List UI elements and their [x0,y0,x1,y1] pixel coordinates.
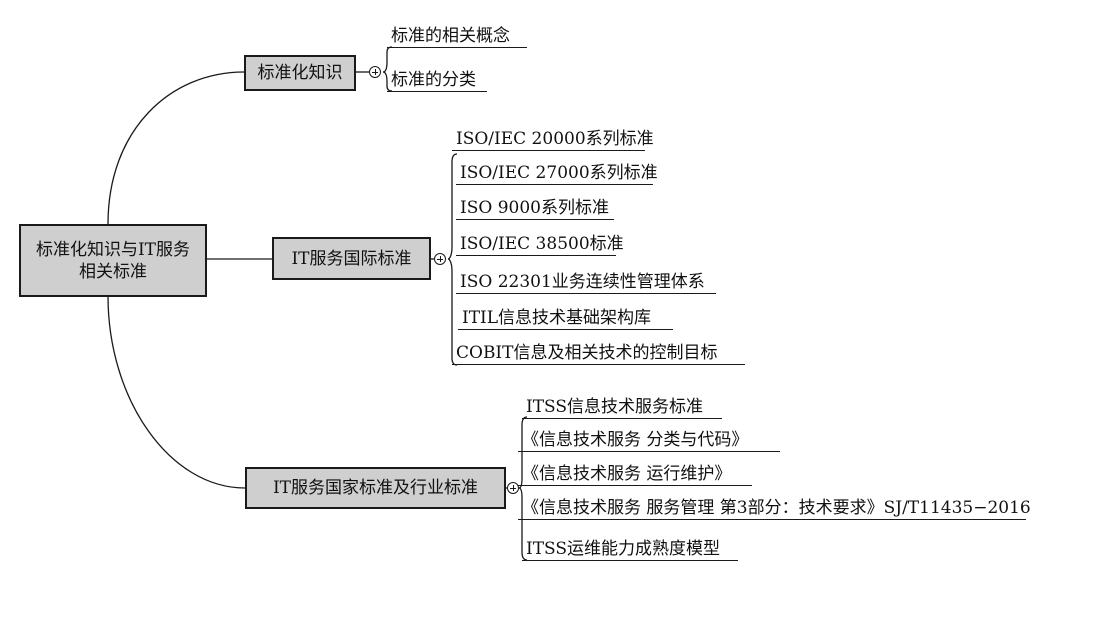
leaf-item: 《信息技术服务 运行维护》 [518,463,752,486]
branch-node-standardization[interactable]: 标准化知识 [244,55,356,91]
leaf-item: ITSS信息技术服务标准 [522,396,722,419]
expand-plus-icon[interactable] [507,482,519,494]
leaf-item: 《信息技术服务 分类与代码》 [518,429,780,452]
leaf-item: 标准的相关概念 [387,25,527,48]
connector-root-b3 [107,295,246,489]
expand-plus-icon[interactable] [434,253,446,265]
leaf-item: ISO/IEC 38500标准 [456,233,624,256]
root-title-line1: 标准化知识与IT服务 [35,239,191,260]
leaf-item: ISO 9000系列标准 [456,197,614,220]
leaf-item: ISO/IEC 27000系列标准 [456,162,658,185]
leaf-item: 标准的分类 [387,69,487,92]
branch-label: IT服务国际标准 [291,248,412,269]
branch-label: 标准化知识 [257,63,343,83]
leaf-item: 《信息技术服务 服务管理 第3部分：技术要求》SJ/T11435−2016 [518,497,1031,520]
root-node[interactable]: 标准化知识与IT服务 相关标准 [19,224,207,297]
leaf-item: ISO 22301业务连续性管理体系 [456,271,716,294]
leaf-item: ISO/IEC 20000系列标准 [452,128,654,151]
leaf-item: ITSS运维能力成熟度模型 [522,538,738,561]
root-title-line2: 相关标准 [79,261,147,282]
branch-node-national-standards[interactable]: IT服务国家标准及行业标准 [245,467,506,509]
leaf-item: ITIL信息技术基础架构库 [458,307,673,330]
expand-plus-icon[interactable] [369,66,381,78]
leaf-item: COBIT信息及相关技术的控制目标 [452,342,745,365]
branch-label: IT服务国家标准及行业标准 [272,478,479,498]
fork-b1-lower [382,71,393,92]
fork-b3-lower [518,487,528,561]
branch-node-international-standards[interactable]: IT服务国际标准 [272,237,431,280]
connector-root-b1 [107,71,245,225]
fork-b2 [447,153,458,260]
